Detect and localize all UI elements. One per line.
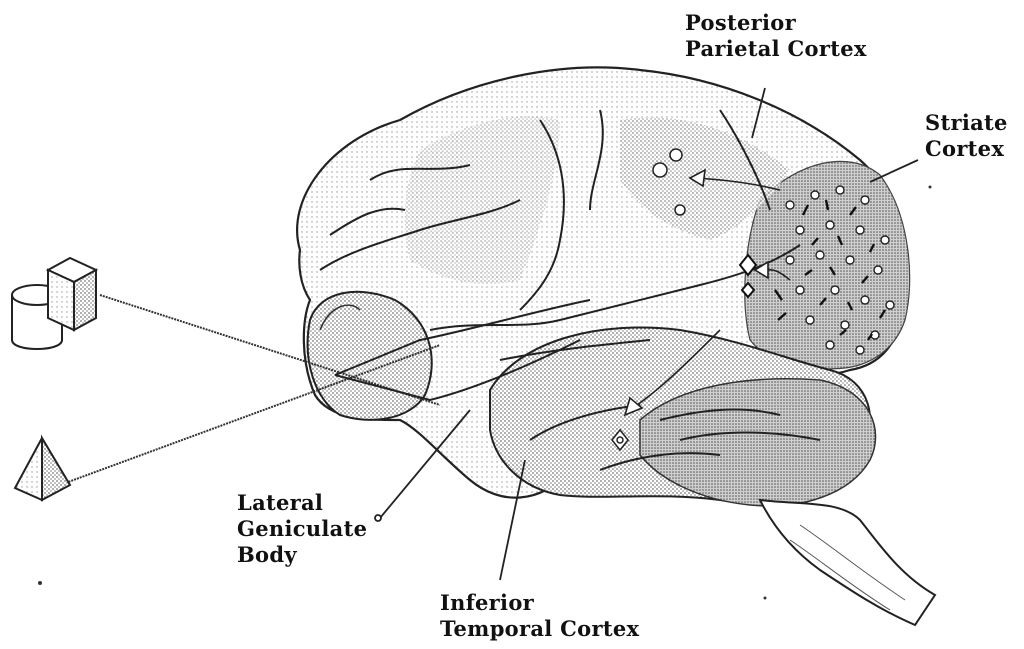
pyramid-object — [15, 438, 70, 500]
label-inferior-temporal-line1: Inferior — [440, 590, 639, 616]
label-posterior-parietal: Posterior Parietal Cortex — [685, 10, 867, 62]
label-striate-line1: Striate — [925, 110, 1008, 136]
label-lateral-geniculate-line3: Body — [237, 542, 367, 568]
brainstem — [760, 500, 935, 625]
label-posterior-parietal-line2: Parietal Cortex — [685, 36, 867, 62]
label-inferior-temporal-line2: Temporal Cortex — [440, 616, 639, 642]
label-posterior-parietal-line1: Posterior — [685, 10, 867, 36]
box-object — [48, 258, 96, 330]
label-striate-line2: Cortex — [925, 136, 1008, 162]
label-lateral-geniculate: Lateral Geniculate Body — [237, 490, 367, 568]
label-striate: Striate Cortex — [925, 110, 1008, 162]
label-lateral-geniculate-line2: Geniculate — [237, 516, 367, 542]
label-inferior-temporal: Inferior Temporal Cortex — [440, 590, 639, 642]
label-lateral-geniculate-line1: Lateral — [237, 490, 367, 516]
